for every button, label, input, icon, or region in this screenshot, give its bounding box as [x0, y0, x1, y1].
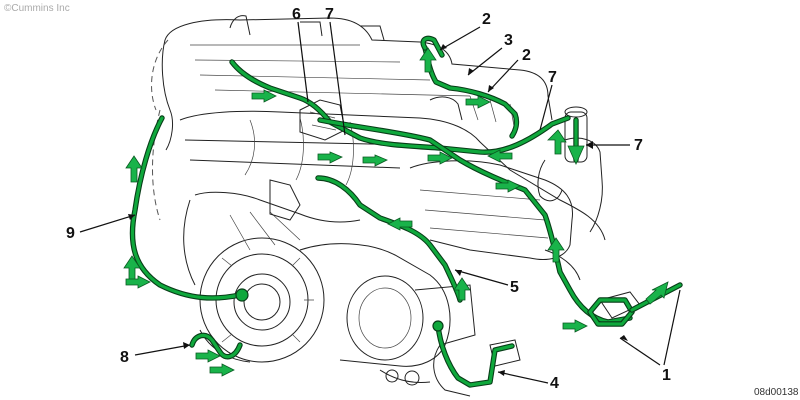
- flow-arrow: [209, 363, 235, 377]
- flow-arrow: [251, 89, 277, 103]
- callout-7-upper-left: 7: [325, 6, 334, 23]
- engine-line-art: [151, 15, 641, 397]
- flow-arrow: [317, 151, 343, 164]
- flow-arrow: [487, 149, 513, 163]
- flow-arrow: [123, 255, 141, 281]
- flow-arrow: [567, 145, 585, 165]
- flow-arrow: [362, 154, 388, 167]
- callout-5: 5: [510, 279, 519, 296]
- flow-arrow: [453, 277, 471, 301]
- flow-arrow: [125, 275, 151, 289]
- callout-7-top-right: 7: [548, 69, 557, 86]
- flow-arrow: [387, 217, 413, 231]
- leader-lines: [79, 21, 681, 384]
- flow-arrow: [495, 179, 521, 193]
- flow-arrow: [645, 281, 669, 305]
- callout-9: 9: [66, 225, 75, 242]
- figure-id: 08d00138: [754, 387, 799, 398]
- callout-2-top: 2: [482, 11, 491, 28]
- callout-6: 6: [292, 6, 301, 23]
- callout-7-right: 7: [634, 137, 643, 154]
- flow-arrow: [427, 151, 453, 165]
- callout-8: 8: [120, 349, 129, 366]
- coolant-hoses: [129, 35, 683, 388]
- callout-labels: 1 2 3 2 4 5 6 7 7 7 8 9: [66, 6, 671, 392]
- flow-arrow: [419, 47, 437, 73]
- callout-3: 3: [504, 32, 513, 49]
- callout-2-lower: 2: [522, 47, 531, 64]
- flow-arrow: [465, 95, 491, 109]
- callout-1: 1: [662, 367, 671, 384]
- callout-4: 4: [550, 375, 559, 392]
- flow-arrow: [547, 237, 565, 263]
- copyright-text: ©Cummins Inc: [4, 3, 70, 14]
- flow-arrow: [547, 129, 567, 155]
- flow-arrow: [125, 155, 143, 183]
- flow-arrow: [195, 349, 221, 363]
- flow-arrows: [123, 47, 669, 377]
- flow-arrow: [562, 319, 588, 333]
